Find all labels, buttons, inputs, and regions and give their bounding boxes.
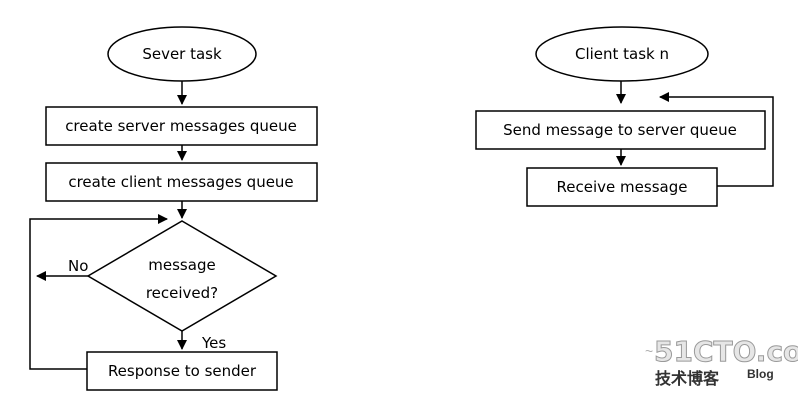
receive-message-label: Receive message bbox=[557, 178, 688, 196]
client-loop-back-arrow bbox=[659, 92, 774, 187]
yes-label: Yes bbox=[201, 334, 226, 352]
response-to-sender-label: Response to sender bbox=[108, 362, 257, 380]
decision-label-line2: received? bbox=[146, 284, 218, 302]
watermark-tag: Blog bbox=[747, 367, 774, 381]
client-start-label: Client task n bbox=[575, 45, 669, 63]
watermark-swoosh-icon: ~ bbox=[645, 343, 653, 359]
send-message-label: Send message to server queue bbox=[503, 121, 737, 139]
no-label: No bbox=[68, 257, 88, 275]
create-client-queue-box: create client messages queue bbox=[45, 162, 318, 202]
server-start-label: Sever task bbox=[142, 45, 222, 63]
receive-message-box: Receive message bbox=[526, 167, 718, 207]
loop-back-arrow bbox=[29, 214, 168, 370]
create-server-queue-box: create server messages queue bbox=[45, 106, 318, 146]
decision-label-line1: message bbox=[148, 256, 215, 274]
server-start-node: Sever task bbox=[107, 26, 257, 82]
response-to-sender-box: Response to sender bbox=[86, 351, 278, 391]
send-message-box: Send message to server queue bbox=[475, 110, 766, 150]
message-received-decision: message received? bbox=[86, 220, 278, 332]
watermark: ~ 51CTO.com 技术博客 Blog bbox=[645, 335, 798, 389]
watermark-brand: 51CTO.com bbox=[654, 335, 798, 368]
watermark-subtitle: 技术博客 bbox=[655, 369, 720, 388]
create-client-queue-label: create client messages queue bbox=[68, 173, 293, 191]
create-server-queue-label: create server messages queue bbox=[65, 117, 297, 135]
client-start-node: Client task n bbox=[535, 26, 709, 82]
